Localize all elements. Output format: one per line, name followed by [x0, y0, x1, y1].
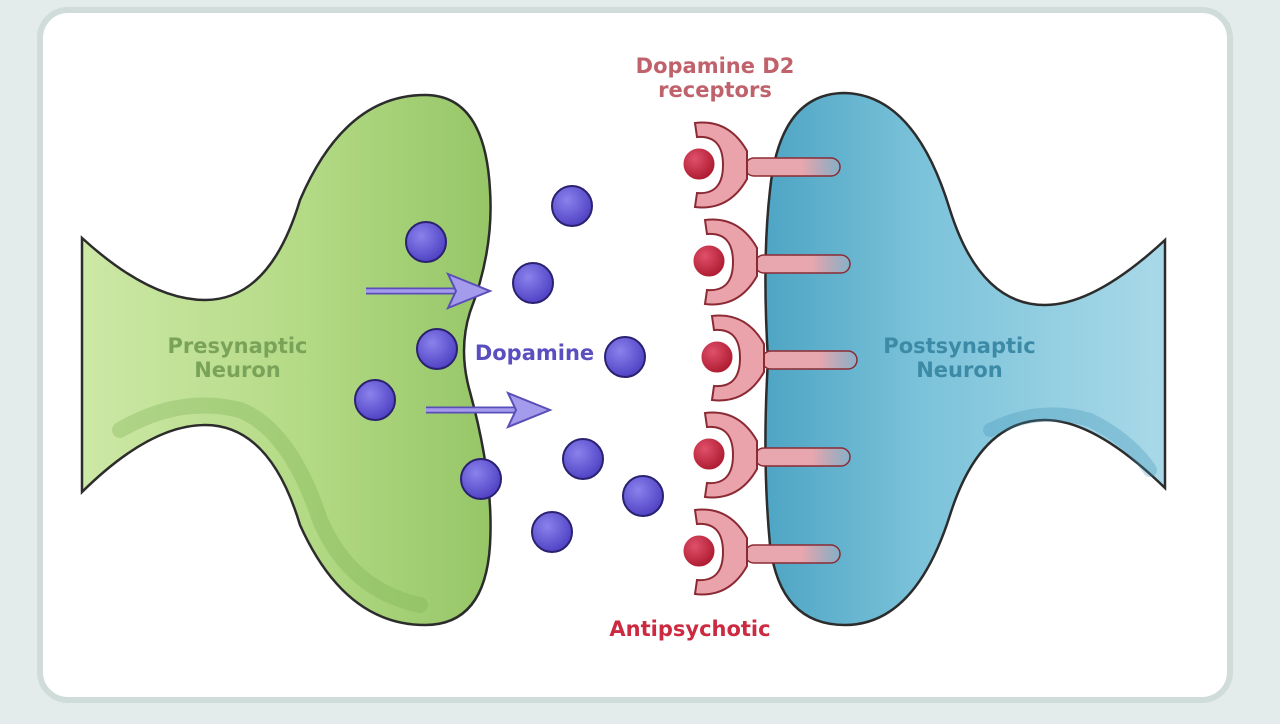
release-arrow-icon [426, 391, 553, 429]
dopamine-molecule-icon [604, 336, 646, 378]
release-arrow-icon [366, 272, 493, 310]
antipsychotic-molecule-icon [680, 532, 718, 570]
antipsychotic-molecule-icon [680, 145, 718, 183]
dopamine-molecule-icon [622, 475, 664, 517]
dopamine-molecule-icon [416, 328, 458, 370]
dopamine-molecule-icon [460, 458, 502, 500]
dopamine-molecule-icon [512, 262, 554, 304]
antipsychotic-molecule-icon [698, 338, 736, 376]
dopamine-label: Dopamine [474, 341, 595, 365]
dopamine-molecule-icon [551, 185, 593, 227]
antipsychotic-label: Antipsychotic [609, 617, 771, 641]
antipsychotic-molecule-icon [690, 435, 728, 473]
presynaptic-neuron [80, 93, 492, 627]
dopamine-molecule-icon [354, 379, 396, 421]
dopamine-molecule-icon [562, 438, 604, 480]
dopamine-molecule-icon [531, 511, 573, 553]
antipsychotic-molecule-icon [690, 242, 728, 280]
dopamine-molecule-icon [405, 221, 447, 263]
